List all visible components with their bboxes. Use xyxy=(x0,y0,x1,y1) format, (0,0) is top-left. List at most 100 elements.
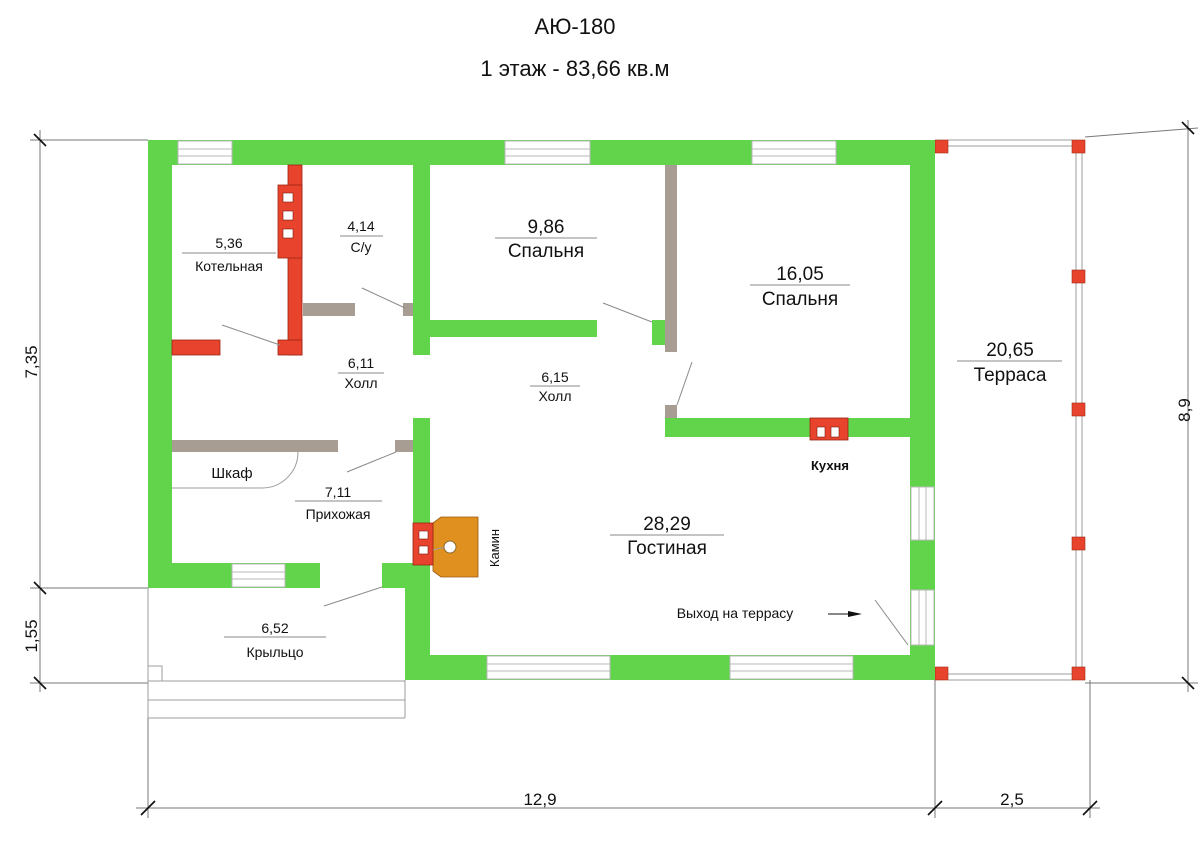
flue-hole xyxy=(282,210,294,221)
leader-lines xyxy=(221,287,909,646)
tick xyxy=(927,800,943,816)
kitchen-label: Кухня xyxy=(811,458,849,473)
leader-line xyxy=(676,361,693,406)
wall-bottom-right xyxy=(405,655,935,680)
wall-bathroom-bedroom xyxy=(413,165,430,355)
room-hall-1: 6,11 Холл xyxy=(338,355,384,391)
tick xyxy=(1181,676,1195,690)
arrow-right-icon xyxy=(848,611,862,617)
room-area: 6,15 xyxy=(541,369,568,385)
terrace-column xyxy=(1071,666,1086,681)
partition-stub xyxy=(665,405,677,418)
room-living: 28,29 Гостиная xyxy=(610,514,724,559)
window xyxy=(729,655,854,680)
window-frame xyxy=(177,140,233,165)
room-name: Холл xyxy=(345,375,378,391)
room-name: Терраса xyxy=(974,365,1047,386)
window-frame xyxy=(910,486,935,541)
window xyxy=(751,140,837,165)
room-hall-2: 6,15 Холл xyxy=(530,369,580,404)
plan-title: АЮ-180 xyxy=(535,14,616,39)
tick xyxy=(33,133,47,147)
leader-line xyxy=(361,287,406,309)
leader-line xyxy=(221,324,281,346)
room-area: 28,29 xyxy=(643,514,691,535)
kitchen-chimney xyxy=(809,417,849,441)
dimension-lines: 7,35 1,55 8,9 12,9 2,5 xyxy=(22,120,1199,818)
window xyxy=(177,140,233,165)
fireplace-label: Камин xyxy=(487,529,502,567)
terrace xyxy=(934,139,1086,681)
partition-wardrobe xyxy=(172,440,338,452)
window-frame xyxy=(729,655,854,680)
room-area: 20,65 xyxy=(986,340,1034,361)
room-area: 4,14 xyxy=(347,218,374,234)
room-bathroom: 4,14 С/у xyxy=(340,218,383,255)
room-boiler: 5,36 Котельная xyxy=(182,235,276,274)
terrace-column xyxy=(934,666,949,681)
partitions xyxy=(172,165,677,452)
partition-stub xyxy=(395,440,413,452)
room-name: Крыльцо xyxy=(246,644,303,660)
flue-hole xyxy=(418,530,429,540)
tick xyxy=(33,676,47,690)
window xyxy=(486,655,611,680)
ext-line xyxy=(1084,127,1199,138)
terrace-column xyxy=(1071,139,1086,154)
brick-chimneys xyxy=(171,164,849,441)
fireplace: Камин xyxy=(412,516,502,578)
dim-right: 8,9 xyxy=(1175,398,1194,422)
terrace-door xyxy=(910,589,935,646)
room-entrance-hall: 7,11 Прихожая xyxy=(295,484,382,522)
chimney-brick xyxy=(277,339,303,356)
room-porch: 6,52 Крыльцо xyxy=(224,620,326,660)
wardrobe: Шкаф xyxy=(172,451,299,489)
partition-bedrooms xyxy=(665,165,677,352)
boiler-brick xyxy=(171,339,221,356)
windows xyxy=(177,140,935,680)
window-frame xyxy=(486,655,611,680)
tick xyxy=(1181,121,1195,135)
room-area: 9,86 xyxy=(528,217,565,238)
wall-bedroom2-living xyxy=(665,418,910,437)
window xyxy=(504,140,591,165)
window-frame xyxy=(231,563,286,588)
room-area: 6,52 xyxy=(261,620,288,636)
leader-line xyxy=(323,586,383,607)
room-name: Спальня xyxy=(508,241,584,262)
window xyxy=(910,486,935,541)
terrace-column xyxy=(1071,269,1086,284)
flue-hole xyxy=(282,228,294,239)
fireplace-brick xyxy=(412,522,434,566)
dim-bottom-terrace: 2,5 xyxy=(1000,790,1024,809)
leader-line xyxy=(602,302,653,323)
wall-left xyxy=(148,140,172,588)
flue-hole xyxy=(816,426,826,438)
leader-line xyxy=(874,599,909,646)
window-frame xyxy=(751,140,837,165)
window xyxy=(231,563,286,588)
partition-bathroom xyxy=(303,303,355,316)
dim-left-upper: 7,35 xyxy=(22,345,41,378)
room-area: 16,05 xyxy=(776,264,824,285)
room-terrace: 20,65 Терраса xyxy=(957,340,1062,386)
partition-stub xyxy=(403,303,413,316)
tick xyxy=(140,800,156,816)
room-name: Холл xyxy=(539,388,572,404)
terrace-exit-label: Выход на террасу xyxy=(677,605,794,621)
porch xyxy=(147,588,406,719)
room-area: 5,36 xyxy=(215,235,242,251)
leader-line xyxy=(346,451,397,473)
fireplace-pipe xyxy=(432,546,446,551)
terrace-column xyxy=(1071,536,1086,551)
terrace-exit: Выход на террасу xyxy=(677,605,862,621)
wardrobe-label: Шкаф xyxy=(211,465,252,482)
room-labels: 5,36 Котельная 4,14 С/у 9,86 Спальня 16,… xyxy=(182,217,1062,660)
tick xyxy=(33,581,47,595)
room-name: С/у xyxy=(351,239,372,255)
room-area: 7,11 xyxy=(325,484,351,500)
wardrobe-door-arc xyxy=(172,451,299,489)
dim-left-lower: 1,55 xyxy=(22,619,41,652)
tick xyxy=(1082,800,1098,816)
